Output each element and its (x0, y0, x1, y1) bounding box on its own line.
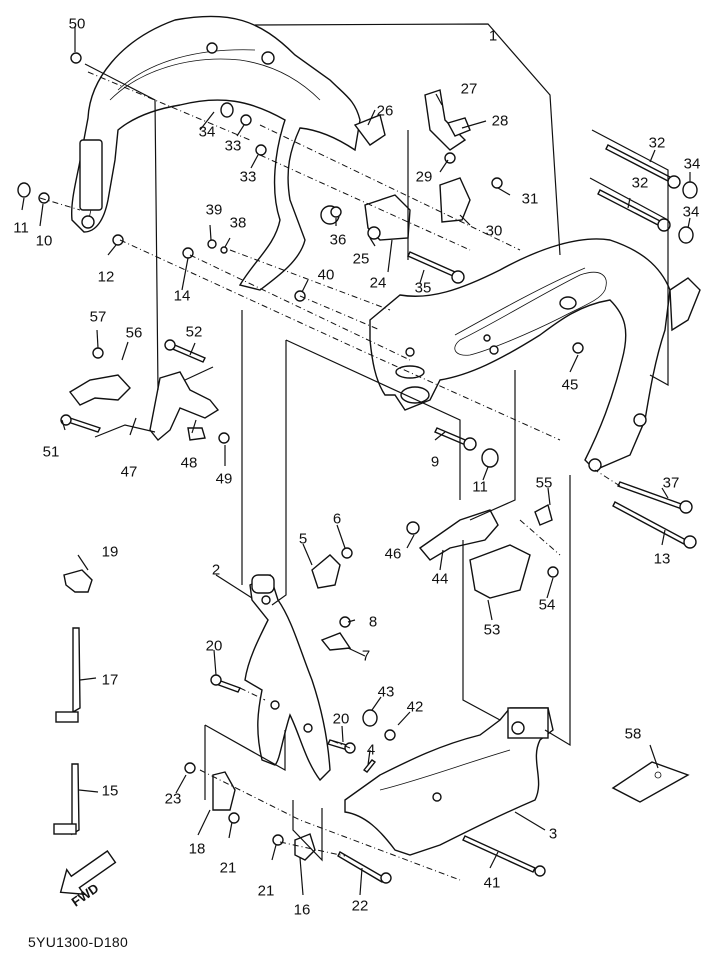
callout-29[interactable]: 29 (415, 168, 433, 186)
callout-11-right[interactable]: 11 (472, 478, 488, 496)
callout-7[interactable]: 7 (361, 647, 371, 665)
callout-23[interactable]: 23 (164, 790, 182, 808)
lower-crossmember (344, 707, 554, 856)
callout-46[interactable]: 46 (384, 545, 402, 563)
callout-26[interactable]: 26 (376, 102, 394, 120)
callout-9[interactable]: 9 (430, 453, 440, 471)
callout-43[interactable]: 43 (377, 683, 395, 701)
callout-58[interactable]: 58 (624, 725, 642, 743)
callout-45[interactable]: 45 (561, 376, 579, 394)
callout-32-upper[interactable]: 32 (648, 134, 666, 152)
callout-17[interactable]: 17 (101, 671, 119, 689)
callout-38[interactable]: 38 (229, 214, 247, 232)
callout-13[interactable]: 13 (653, 550, 671, 568)
callout-34-upper[interactable]: 34 (683, 155, 701, 173)
callout-36[interactable]: 36 (329, 231, 347, 249)
callout-37[interactable]: 37 (662, 474, 680, 492)
callout-52[interactable]: 52 (185, 323, 203, 341)
callout-32-lower[interactable]: 32 (631, 174, 649, 192)
callout-2[interactable]: 2 (211, 561, 221, 579)
callout-49[interactable]: 49 (215, 470, 233, 488)
callout-34-lower[interactable]: 34 (682, 203, 700, 221)
callout-20-left[interactable]: 20 (205, 637, 223, 655)
callout-22[interactable]: 22 (351, 897, 369, 915)
callout-8[interactable]: 8 (368, 613, 378, 631)
forward-arrow-icon (59, 850, 117, 896)
callout-15[interactable]: 15 (101, 782, 119, 800)
callout-50[interactable]: 50 (68, 15, 86, 33)
callout-25[interactable]: 25 (352, 250, 370, 268)
callout-30[interactable]: 30 (485, 222, 503, 240)
callout-47[interactable]: 47 (120, 463, 138, 481)
callout-53[interactable]: 53 (483, 621, 501, 639)
callout-18[interactable]: 18 (188, 840, 206, 858)
drawing-code: 5YU1300-D180 (28, 934, 129, 950)
callout-21-right[interactable]: 21 (257, 882, 275, 900)
upper-subframe (70, 15, 361, 291)
small-parts (17, 52, 698, 884)
callout-11-left[interactable]: 11 (13, 219, 29, 237)
callout-20-right[interactable]: 20 (332, 710, 350, 728)
callout-14[interactable]: 14 (173, 287, 191, 305)
callout-28[interactable]: 28 (491, 112, 509, 130)
callout-40[interactable]: 40 (317, 266, 335, 284)
callout-56[interactable]: 56 (125, 324, 143, 342)
callout-33-lower[interactable]: 33 (239, 168, 257, 186)
callout-41[interactable]: 41 (483, 874, 501, 892)
callout-57[interactable]: 57 (89, 308, 107, 326)
callout-51[interactable]: 51 (42, 443, 60, 461)
callout-48[interactable]: 48 (180, 454, 198, 472)
callout-27[interactable]: 27 (460, 80, 478, 98)
callout-24[interactable]: 24 (369, 274, 387, 292)
callout-5[interactable]: 5 (298, 530, 308, 548)
callout-31[interactable]: 31 (521, 190, 539, 208)
leader-lines (21, 23, 691, 896)
main-frame (369, 238, 701, 472)
callout-35[interactable]: 35 (414, 279, 432, 297)
callout-4[interactable]: 4 (366, 741, 376, 759)
callout-6[interactable]: 6 (332, 510, 342, 528)
callout-12[interactable]: 12 (97, 268, 115, 286)
callout-19[interactable]: 19 (101, 543, 119, 561)
callout-21-left[interactable]: 21 (219, 859, 237, 877)
callout-3[interactable]: 3 (548, 825, 558, 843)
callout-1[interactable]: 1 (488, 27, 498, 45)
callout-39[interactable]: 39 (205, 201, 223, 219)
callout-16[interactable]: 16 (293, 901, 311, 919)
callout-34-top[interactable]: 34 (198, 123, 216, 141)
pivot-bracket (244, 574, 331, 782)
callout-42[interactable]: 42 (406, 698, 424, 716)
callout-10[interactable]: 10 (35, 232, 53, 250)
callout-44[interactable]: 44 (431, 570, 449, 588)
callout-55[interactable]: 55 (535, 474, 553, 492)
callout-54[interactable]: 54 (538, 596, 556, 614)
callout-33-upper[interactable]: 33 (224, 137, 242, 155)
